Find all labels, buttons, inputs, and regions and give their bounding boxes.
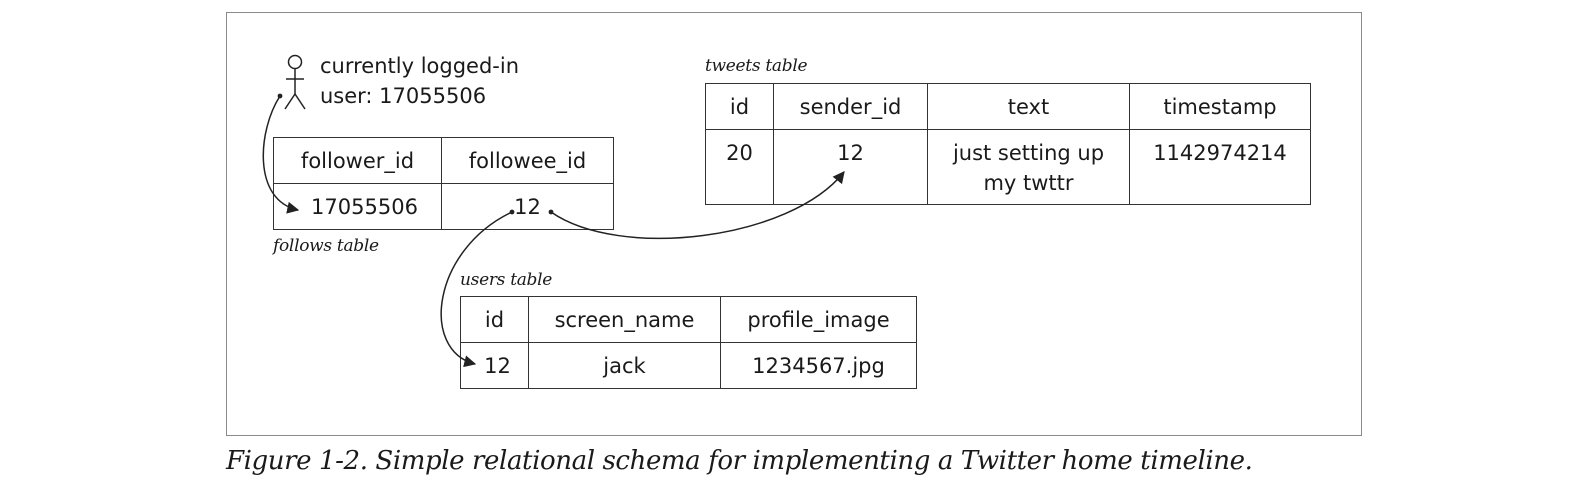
users-table: id screen_name profile_image 12 jack 123… — [460, 296, 917, 389]
header-cell: profile_image — [720, 296, 917, 343]
header-cell: id — [705, 83, 774, 130]
header-cell: screen_name — [528, 296, 721, 343]
table-header-row: id sender_id text timestamp — [705, 83, 1311, 130]
user-label: currently logged-in user: 17055506 — [320, 51, 519, 111]
header-cell: id — [460, 296, 529, 343]
figure-caption: Figure 1-2. Simple relational schema for… — [226, 446, 1253, 476]
cell: 12 — [441, 183, 614, 230]
cell: 1234567.jpg — [720, 342, 917, 389]
header-cell: followee_id — [441, 137, 614, 184]
figure-frame — [226, 12, 1362, 436]
table-header-row: follower_id followee_id — [273, 137, 614, 184]
cell: 1142974214 — [1129, 129, 1311, 205]
cell: 12 — [460, 342, 529, 389]
cell-line: just setting up — [952, 141, 1105, 165]
table-row: 17055506 12 — [273, 183, 614, 230]
user-label-line1: currently logged-in — [320, 54, 520, 78]
header-cell: timestamp — [1129, 83, 1311, 130]
follows-table-caption: follows table — [273, 236, 379, 256]
cell-line: my twttr — [983, 171, 1074, 195]
cell: 12 — [773, 129, 928, 205]
header-cell: follower_id — [273, 137, 442, 184]
cell: just setting up my twttr — [927, 129, 1130, 205]
header-cell: sender_id — [773, 83, 928, 130]
tweets-table: id sender_id text timestamp 20 12 just s… — [705, 83, 1311, 205]
user-label-line2: user: 17055506 — [320, 84, 487, 108]
user-icon — [284, 54, 306, 110]
cell: jack — [528, 342, 721, 389]
users-table-caption: users table — [460, 270, 553, 290]
table-row: 12 jack 1234567.jpg — [460, 342, 917, 389]
header-cell: text — [927, 83, 1130, 130]
cell: 20 — [705, 129, 774, 205]
table-header-row: id screen_name profile_image — [460, 296, 917, 343]
tweets-table-caption: tweets table — [705, 56, 808, 76]
table-row: 20 12 just setting up my twttr 114297421… — [705, 129, 1311, 205]
follows-table: follower_id followee_id 17055506 12 — [273, 137, 614, 230]
cell: 17055506 — [273, 183, 442, 230]
